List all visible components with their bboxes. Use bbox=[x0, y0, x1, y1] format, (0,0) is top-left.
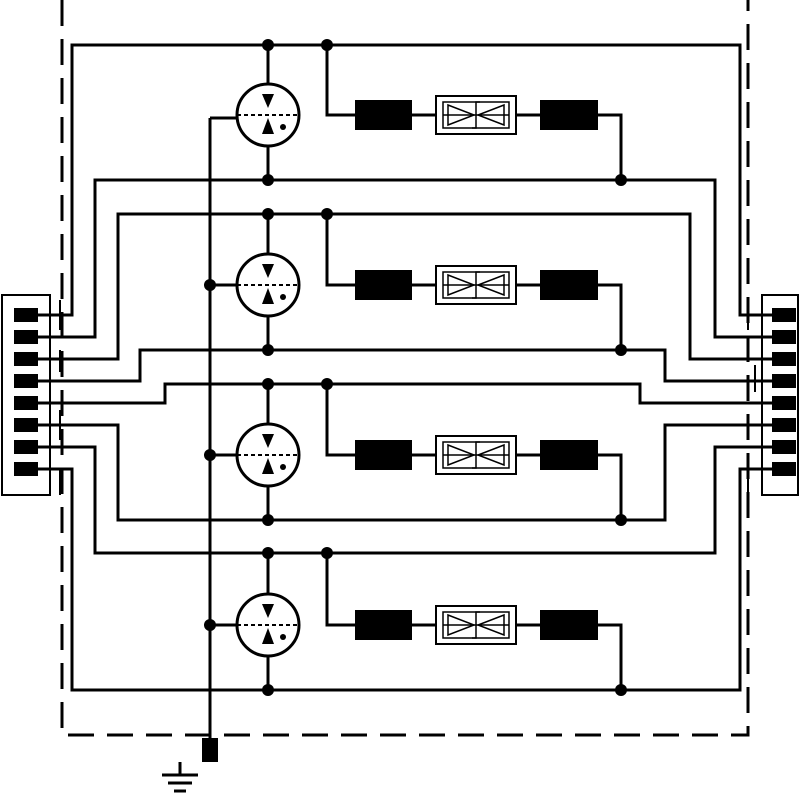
channel-4-line-a bbox=[38, 445, 772, 555]
right-pin-6 bbox=[772, 418, 796, 432]
junction-dot bbox=[321, 208, 333, 220]
right-connector-ticks bbox=[747, 300, 756, 495]
right-pin-8 bbox=[772, 462, 796, 476]
junction-dot bbox=[262, 174, 274, 186]
resistor-icon bbox=[355, 610, 412, 640]
junction-dot bbox=[321, 39, 333, 51]
junction-dot bbox=[615, 344, 627, 356]
left-pin-2 bbox=[14, 330, 38, 344]
right-pin-5 bbox=[772, 396, 796, 410]
junction-dot bbox=[615, 174, 627, 186]
gas-discharge-tube-icon bbox=[235, 82, 301, 148]
channel-2-line-b bbox=[38, 348, 772, 383]
tvs-diode-icon bbox=[435, 95, 517, 135]
junction-dot bbox=[615, 684, 627, 696]
channel-1-line-b bbox=[38, 178, 772, 339]
left-pin-6 bbox=[14, 418, 38, 432]
resistor-icon bbox=[540, 270, 598, 300]
tvs-diode-icon bbox=[435, 435, 517, 475]
right-connector-housing bbox=[761, 294, 799, 496]
signal-wiring bbox=[38, 43, 772, 692]
ground-terminal bbox=[202, 738, 218, 762]
channel-block-2 bbox=[210, 208, 627, 356]
right-pin-7 bbox=[772, 440, 796, 454]
left-pin-7 bbox=[14, 440, 38, 454]
left-pin-1 bbox=[14, 308, 38, 322]
junction-dot bbox=[262, 378, 274, 390]
right-connector-pins bbox=[772, 308, 796, 476]
junction-dot bbox=[262, 39, 274, 51]
ground-bus bbox=[162, 118, 218, 793]
gas-discharge-tube-icon bbox=[235, 252, 301, 318]
channel-block-4 bbox=[210, 547, 627, 696]
junction-dot bbox=[321, 378, 333, 390]
junction-dot bbox=[262, 344, 274, 356]
junction-dot bbox=[262, 547, 274, 559]
left-pin-5 bbox=[14, 396, 38, 410]
resistor-icon bbox=[355, 270, 412, 300]
resistor-icon bbox=[540, 440, 598, 470]
left-pin-8 bbox=[14, 462, 38, 476]
left-connector bbox=[1, 294, 51, 496]
right-pin-2 bbox=[772, 330, 796, 344]
right-pin-4 bbox=[772, 374, 796, 388]
left-pin-3 bbox=[14, 352, 38, 366]
channel-4-line-b bbox=[38, 467, 772, 692]
right-connector bbox=[761, 294, 799, 496]
junction-dot bbox=[262, 514, 274, 526]
left-connector-pins bbox=[14, 308, 38, 476]
right-pin-1 bbox=[772, 308, 796, 322]
left-pin-4 bbox=[14, 374, 38, 388]
enclosure-boundary bbox=[60, 0, 750, 737]
right-pin-3 bbox=[772, 352, 796, 366]
tvs-diode-icon bbox=[435, 265, 517, 305]
channel-1-line-a bbox=[38, 43, 772, 317]
channel-2-line-a bbox=[38, 212, 772, 361]
tvs-diode-icon bbox=[435, 605, 517, 645]
left-connector-housing bbox=[1, 294, 51, 496]
junction-dot bbox=[615, 514, 627, 526]
gas-discharge-tube-icon bbox=[235, 422, 301, 488]
resistor-icon bbox=[355, 440, 412, 470]
resistor-icon bbox=[355, 100, 412, 130]
ground-icon bbox=[162, 773, 198, 793]
junction-dot bbox=[321, 547, 333, 559]
channel-block-3 bbox=[210, 378, 627, 526]
resistor-icon bbox=[540, 100, 598, 130]
junction-dot bbox=[262, 684, 274, 696]
gas-discharge-tube-icon bbox=[235, 592, 301, 658]
channel-3-line-a bbox=[38, 382, 772, 405]
junction-dot bbox=[262, 208, 274, 220]
resistor-icon bbox=[540, 610, 598, 640]
channel-block-1 bbox=[210, 39, 627, 186]
channel-3-line-b bbox=[38, 423, 772, 522]
